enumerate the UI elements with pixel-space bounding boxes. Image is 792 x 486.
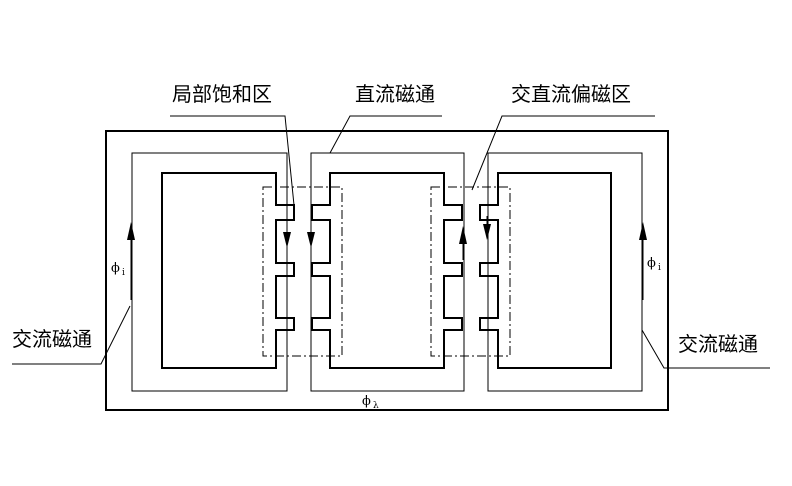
flux-arrow-right-up: [639, 222, 647, 300]
flux-path-left: [131, 152, 288, 392]
outer-core-frame: [105, 130, 669, 411]
label-ac-flux-right: 交流磁通: [678, 332, 758, 356]
local-saturation-zone: [262, 186, 343, 357]
leader-local-saturation: [170, 115, 295, 206]
flux-arrow-sat-down-1: [283, 218, 291, 248]
window-middle: [311, 172, 463, 369]
flux-arrow-sat-down-2: [307, 218, 315, 248]
leader-dc-flux: [329, 115, 442, 154]
flux-arrow-left-up: [127, 222, 135, 300]
svg-text:i: i: [658, 263, 661, 273]
label-ac-flux-left: 交流磁通: [12, 327, 92, 351]
flux-path-right: [487, 152, 643, 392]
svg-text:λ: λ: [373, 401, 379, 411]
leader-ac-dc-bias: [471, 115, 655, 191]
flux-arrow-bias-up: [459, 226, 467, 260]
svg-text:ϕ: ϕ: [647, 256, 656, 271]
phi-left-symbol: ϕ i: [111, 261, 125, 278]
flux-path-middle: [310, 152, 465, 392]
svg-text:ϕ: ϕ: [111, 261, 120, 276]
phi-right-symbol: ϕ i: [647, 256, 661, 273]
label-ac-dc-bias: 交直流偏磁区: [511, 82, 631, 106]
ac-dc-bias-zone: [430, 186, 511, 357]
window-left: [161, 172, 295, 369]
svg-text:ϕ: ϕ: [362, 394, 371, 409]
window-right: [479, 172, 612, 369]
flux-arrow-bias-down: [483, 216, 491, 240]
leader-ac-flux-right: [641, 329, 770, 369]
label-local-saturation: 局部饱和区: [172, 82, 272, 106]
label-dc-flux: 直流磁通: [355, 82, 435, 106]
phi-bottom-symbol: ϕ λ: [362, 394, 379, 411]
leader-ac-flux-left: [12, 305, 131, 365]
svg-text:i: i: [122, 268, 125, 278]
